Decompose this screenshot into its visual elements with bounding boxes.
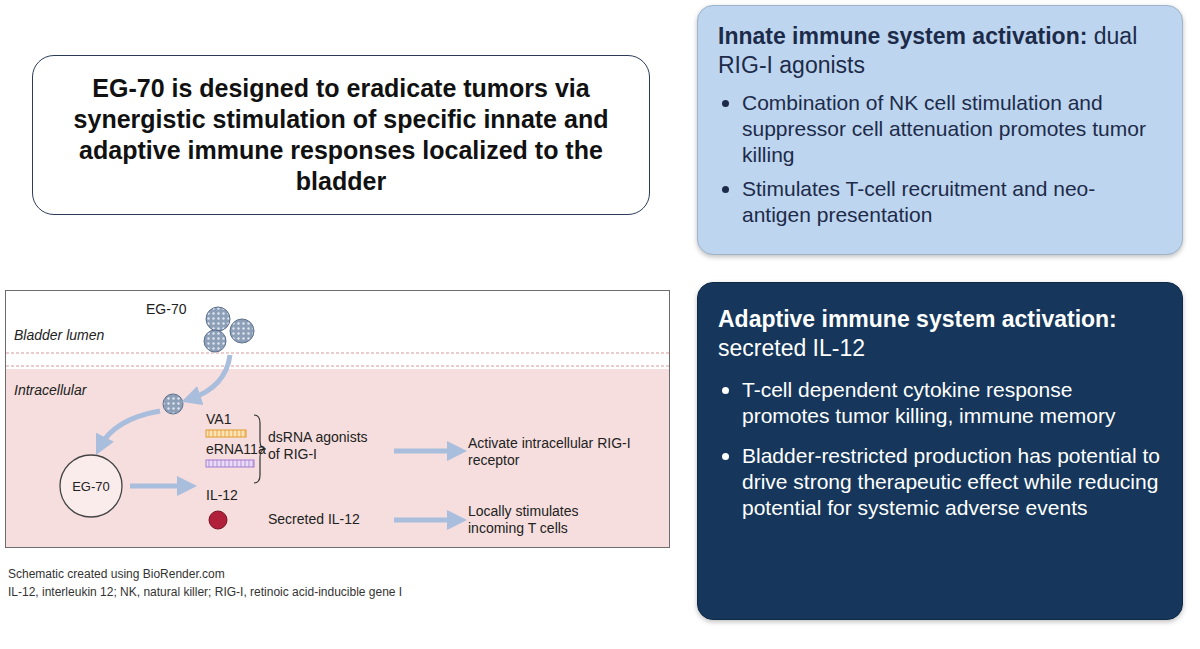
bullet-item: Stimulates T-cell recruitment and neo-an…: [718, 176, 1164, 228]
region-label: Bladder lumen: [14, 327, 104, 343]
info-box: Adaptive immune system activation: secre…: [697, 282, 1183, 620]
bullet-item: T-cell dependent cytokine response promo…: [718, 377, 1164, 429]
bar-tick: [245, 460, 246, 467]
bar-tick: [233, 430, 234, 437]
title-text: EG-70 is designed to eradicate tumors vi…: [53, 73, 629, 197]
bar-tick: [237, 430, 238, 437]
vector-particle: [206, 307, 230, 331]
flow-arrow: [394, 518, 458, 523]
schematic-label: Activate intracellular RIG-I receptor: [468, 435, 638, 469]
bar-tick: [209, 460, 210, 467]
bullet-item: Bladder-restricted production has potent…: [718, 443, 1164, 521]
bar-tick: [217, 430, 218, 437]
schematic-label: IL-12: [206, 487, 238, 504]
circle-text: EG-70: [72, 479, 110, 494]
bar-tick: [237, 460, 238, 467]
bar-tick: [225, 460, 226, 467]
vector-particle: [163, 394, 183, 414]
bar-tick: [225, 430, 226, 437]
plasmid-circle: EG-70: [58, 453, 124, 519]
bar-tick: [241, 460, 242, 467]
flow-arrow: [190, 355, 230, 399]
flow-arrow: [394, 449, 458, 454]
schematic-label: VA1: [206, 411, 231, 428]
bullet-dot: [722, 186, 729, 193]
heading-sub: secreted IL-12: [718, 335, 865, 361]
bar-tick: [213, 460, 214, 467]
schematic-label: Secreted IL-12: [268, 511, 360, 528]
heading-bold: Adaptive immune system activation:: [718, 306, 1117, 332]
plasmid-ring: [60, 455, 122, 517]
bullet-text: T-cell dependent cytokine response promo…: [742, 378, 1115, 427]
schematic-panel: Bladder lumenIntracellularEG-70EG-70VA1e…: [5, 290, 670, 548]
flow-arrow: [100, 411, 160, 447]
bar-tick: [233, 460, 234, 467]
il12-protein: [209, 511, 227, 529]
bullet-item: Combination of NK cell stimulation and s…: [718, 90, 1164, 168]
schematic-label: eRNA11a: [206, 441, 266, 458]
footnote: IL-12, interleukin 12; NK, natural kille…: [8, 584, 402, 601]
box-heading: Innate immune system activation: dual RI…: [718, 22, 1164, 80]
bar-tick: [209, 430, 210, 437]
title-box: EG-70 is designed to eradicate tumors vi…: [32, 55, 650, 215]
bar-tick: [249, 460, 250, 467]
vector-particle: [204, 330, 226, 352]
bar-tick: [217, 460, 218, 467]
info-box: Innate immune system activation: dual RI…: [697, 5, 1183, 255]
bar-tick: [221, 460, 222, 467]
va1-dsrna: [206, 430, 246, 437]
bar-tick: [241, 430, 242, 437]
region-label: Intracellular: [14, 382, 86, 398]
membrane-line: [6, 365, 670, 366]
intracellular-region: [6, 369, 670, 548]
bar-tick: [245, 430, 246, 437]
bar-tick: [229, 460, 230, 467]
box-heading: Adaptive immune system activation: secre…: [718, 305, 1164, 363]
bullet-text: Stimulates T-cell recruitment and neo-an…: [742, 177, 1095, 226]
bullet-text: Combination of NK cell stimulation and s…: [742, 91, 1146, 166]
erna-dsrna: [206, 460, 254, 467]
footnote: Schematic created using BioRender.com: [8, 566, 225, 583]
bullet-dot: [722, 453, 729, 460]
bar-tick: [253, 460, 254, 467]
bullet-dot: [722, 387, 729, 394]
schematic-label: Locally stimulates incoming T cells: [468, 503, 638, 537]
bar-tick: [213, 430, 214, 437]
membrane-line: [6, 352, 670, 353]
vector-particle: [230, 319, 254, 343]
schematic-label: EG-70: [146, 301, 186, 318]
bullet-dot: [722, 100, 729, 107]
heading-bold: Innate immune system activation:: [718, 23, 1087, 49]
flow-arrow: [130, 484, 188, 489]
bar-tick: [229, 430, 230, 437]
schematic-label: dsRNA agonists of RIG-I: [268, 429, 380, 463]
bullet-text: Bladder-restricted production has potent…: [742, 444, 1160, 519]
bar-tick: [221, 430, 222, 437]
